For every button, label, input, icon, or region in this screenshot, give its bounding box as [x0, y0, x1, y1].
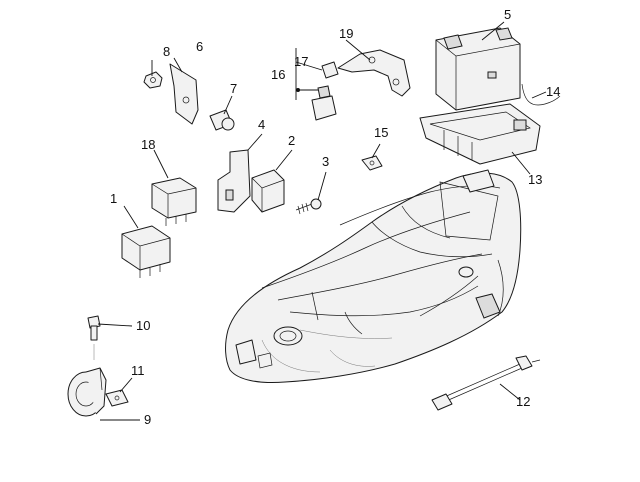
horn-9 [67, 367, 107, 417]
callout-9: 9 [144, 412, 151, 427]
nut [143, 71, 163, 89]
callout-11: 11 [131, 363, 145, 378]
callout-5: 5 [504, 7, 511, 22]
callout-16: 16 [271, 67, 285, 82]
relay-holder-4 [217, 149, 251, 213]
relay-bracket [169, 63, 199, 125]
relay-18 [151, 177, 197, 226]
battery [435, 27, 521, 111]
relay-2 [251, 169, 285, 213]
callout-19: 19 [339, 26, 353, 41]
helmet-compartment [225, 169, 522, 383]
screw-3 [295, 198, 322, 215]
callout-15: 15 [374, 125, 388, 140]
callout-10: 10 [136, 318, 150, 333]
callout-13: 13 [528, 172, 542, 187]
callout-12: 12 [516, 394, 530, 409]
battery-vent-tube [521, 83, 561, 106]
clip-15 [361, 155, 383, 171]
callout-17: 17 [294, 54, 308, 69]
callout-14: 14 [546, 84, 560, 99]
clip-11 [105, 389, 129, 407]
screw-7 [209, 109, 235, 131]
leader-lines [97, 21, 547, 421]
callout-2: 2 [288, 133, 295, 148]
callout-3: 3 [322, 154, 329, 169]
callout-4: 4 [258, 117, 265, 132]
sensor-cable-12 [431, 355, 541, 411]
fuse-holder [311, 61, 339, 121]
callouts: 1 2 3 4 5 6 7 8 9 10 11 12 13 14 15 16 1… [110, 7, 560, 427]
callout-6: 6 [196, 39, 203, 54]
relay-1 [121, 225, 171, 278]
callout-7: 7 [230, 81, 237, 96]
battery-tray [419, 103, 541, 165]
mounting-bracket [337, 49, 411, 97]
bolt-10 [87, 315, 101, 360]
callout-18: 18 [141, 137, 155, 152]
callout-8: 8 [163, 44, 170, 59]
callout-1: 1 [110, 191, 117, 206]
